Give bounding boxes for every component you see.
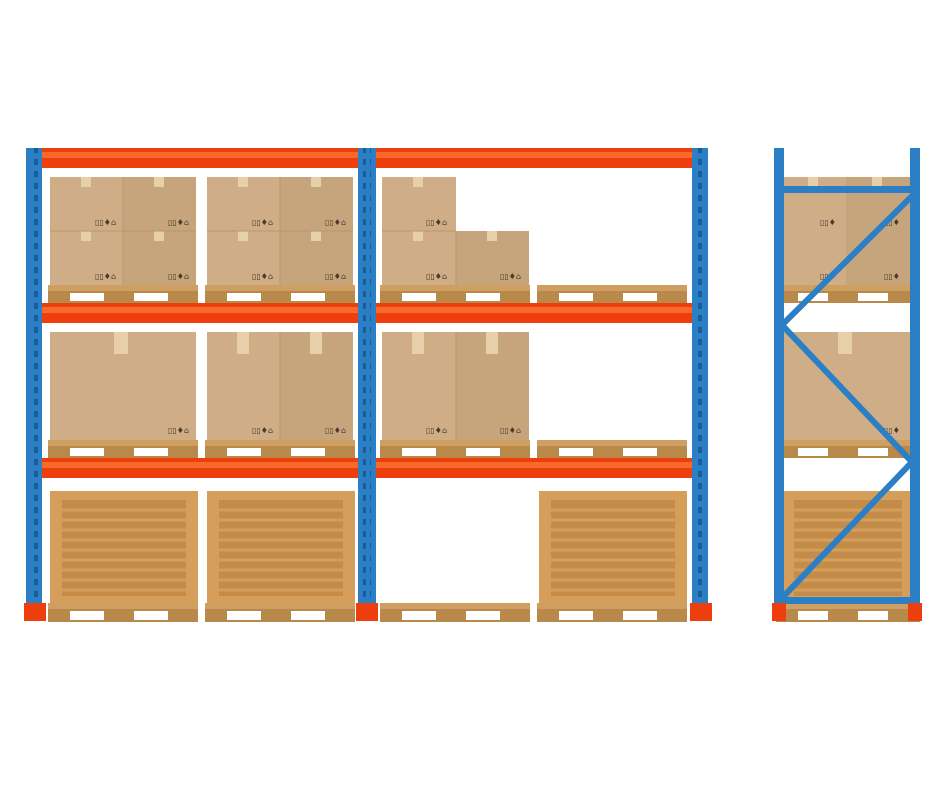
footplate — [690, 603, 712, 621]
upright-front — [774, 148, 784, 608]
this-way-up-icon: ▯▯♦ — [884, 218, 900, 227]
pallet — [537, 603, 687, 622]
footplate — [908, 603, 922, 621]
wooden-crate — [539, 491, 687, 603]
upright-back — [910, 148, 920, 608]
footplate — [356, 603, 378, 621]
cardboard-box-stack: ▯▯♦⌂ ▯▯♦⌂ ▯▯♦⌂ ▯▯♦⌂ — [50, 177, 196, 285]
upright-middle — [356, 148, 378, 621]
empty-pallet — [537, 440, 687, 458]
empty-pallet — [380, 603, 530, 622]
rack-beams — [37, 148, 697, 478]
diagonal-bracing — [779, 193, 915, 601]
keep-dry-icon: ▯▯♦⌂ — [252, 272, 273, 281]
pallet — [380, 440, 530, 458]
fragile-glass-icon: ▯▯♦⌂ — [252, 218, 273, 227]
fragile-glass-icon: ▯▯♦ — [820, 218, 836, 227]
side-frame — [772, 148, 922, 621]
fragile-glass-icon: ▯▯♦⌂ — [95, 218, 116, 227]
side-level-3-contents — [776, 491, 920, 622]
side-level-1-contents: ▯▯♦ ▯▯♦ ▯▯♦ ▯▯♦ — [776, 177, 920, 303]
top-tie-bar — [775, 186, 919, 193]
upright-right — [690, 148, 712, 621]
this-way-up-icon: ▯▯♦⌂ — [500, 426, 521, 435]
this-way-up-icon: ▯▯♦⌂ — [252, 426, 273, 435]
pallet — [205, 440, 355, 458]
pallet — [48, 603, 198, 622]
front-rack: ▯▯♦⌂ ▯▯♦⌂ ▯▯♦⌂ ▯▯♦⌂ ▯▯♦⌂ ▯▯♦⌂ ▯▯♦⌂ — [24, 148, 712, 622]
cardboard-box-pair: ▯▯♦⌂ ▯▯♦⌂ — [382, 332, 529, 440]
fragile-glass-icon: ▯▯♦⌂ — [168, 426, 189, 435]
keep-dry-icon: ▯▯♦⌂ — [500, 272, 521, 281]
cardboard-box-large: ▯▯♦⌂ — [50, 332, 196, 440]
wooden-crate — [207, 491, 355, 603]
cardboard-box-pair: ▯▯♦⌂ ▯▯♦⌂ — [207, 332, 353, 440]
pallet — [205, 285, 355, 303]
fragile-glass-icon: ▯▯♦⌂ — [168, 272, 189, 281]
keep-dry-icon: ▯▯♦⌂ — [95, 272, 116, 281]
pallet — [380, 285, 530, 303]
rack-uprights — [24, 148, 712, 621]
this-way-up-icon: ▯▯♦⌂ — [426, 272, 447, 281]
bottom-tie-bar — [775, 597, 919, 604]
fragile-glass-icon: ▯▯♦⌂ — [426, 218, 447, 227]
level-2-contents: ▯▯♦⌂ ▯▯♦⌂ ▯▯♦⌂ ▯▯♦⌂ ▯▯♦⌂ — [48, 332, 687, 458]
level-1-contents: ▯▯♦⌂ ▯▯♦⌂ ▯▯♦⌂ ▯▯♦⌂ ▯▯♦⌂ ▯▯♦⌂ ▯▯♦⌂ — [48, 177, 687, 303]
upright-left — [24, 148, 46, 621]
cardboard-box-stack: ▯▯♦⌂ ▯▯♦⌂ ▯▯♦⌂ ▯▯♦⌂ — [207, 177, 353, 285]
this-way-up-icon: ▯▯♦⌂ — [168, 218, 189, 227]
fragile-glass-icon: ▯▯♦⌂ — [325, 272, 346, 281]
pallet — [48, 285, 198, 303]
pallet — [205, 603, 355, 622]
empty-pallet — [537, 285, 687, 303]
fragile-glass-icon: ▯▯♦ — [884, 426, 900, 435]
keep-dry-icon: ▯▯♦⌂ — [325, 426, 346, 435]
fragile-glass-icon: ▯▯♦⌂ — [426, 426, 447, 435]
wooden-crate — [50, 491, 198, 603]
side-rack: ▯▯♦ ▯▯♦ ▯▯♦ ▯▯♦ ▯▯♦ — [772, 148, 922, 622]
footplate — [772, 603, 786, 621]
pallet — [48, 440, 198, 458]
this-way-up-icon: ▯▯♦⌂ — [325, 218, 346, 227]
level-3-contents — [48, 491, 687, 622]
cardboard-box-stack: ▯▯♦⌂ ▯▯♦⌂ ▯▯♦⌂ — [382, 177, 529, 285]
fragile-glass-icon: ▯▯♦ — [884, 272, 900, 281]
footplate — [24, 603, 46, 621]
